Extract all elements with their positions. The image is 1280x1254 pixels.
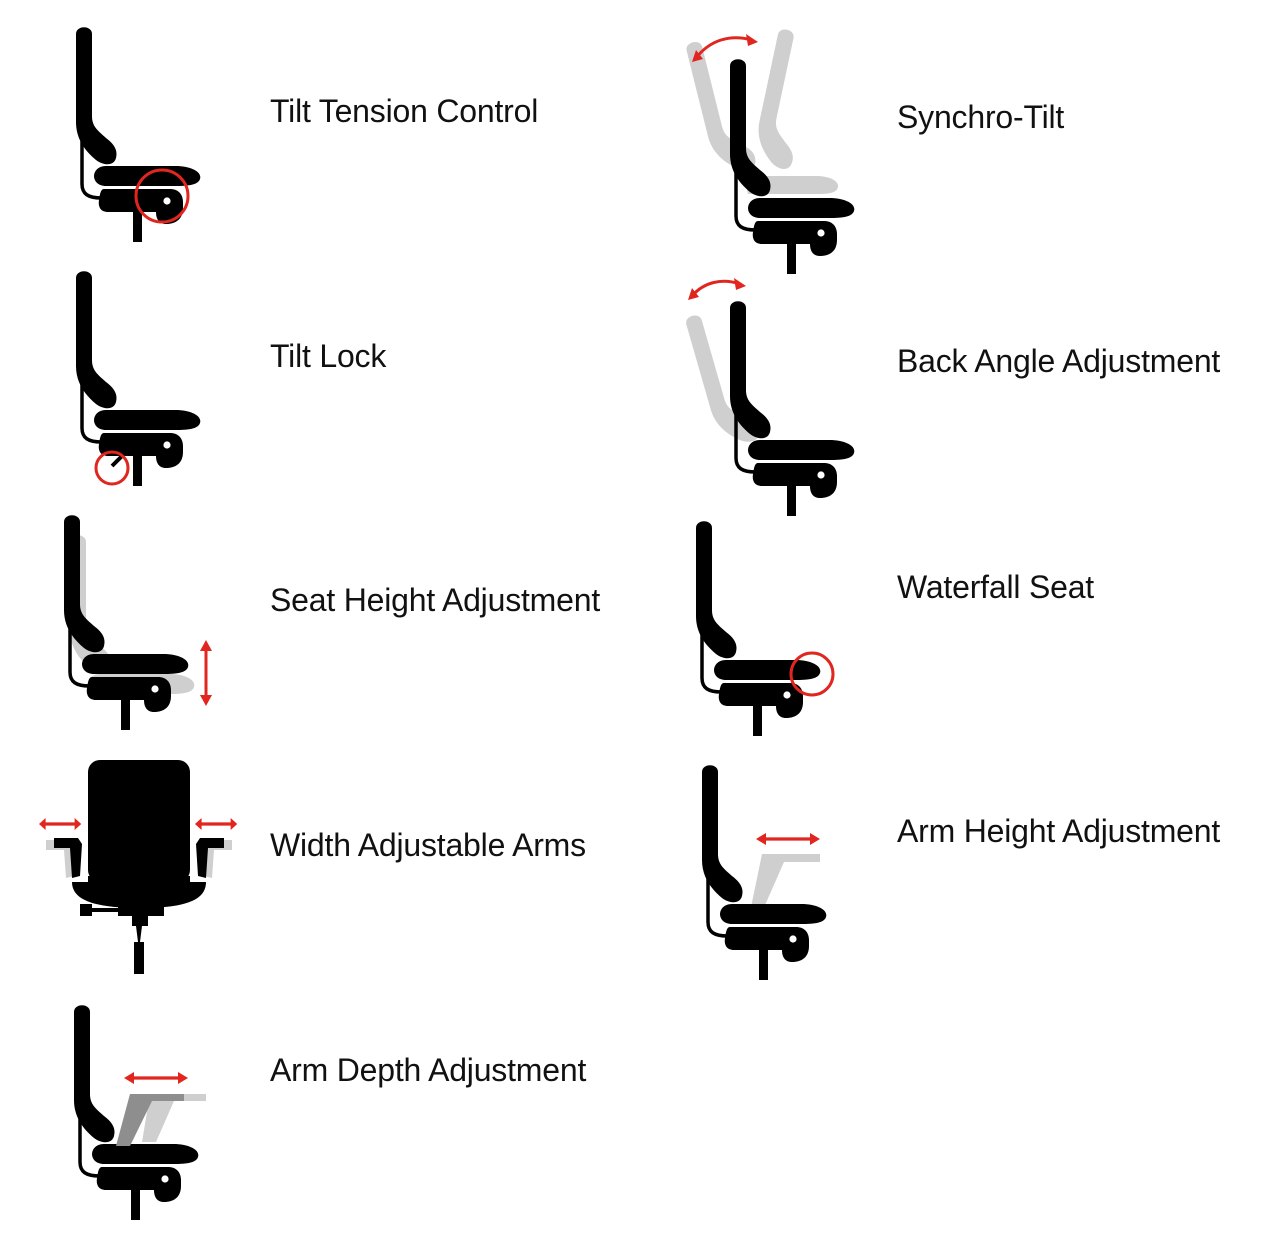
arm-height-adjustment-icon — [692, 763, 862, 984]
tilt-tension-control-icon — [66, 25, 206, 246]
tilt-lock-icon — [66, 269, 206, 490]
feature-label: Tilt Lock — [270, 338, 387, 374]
feature-label: Arm Height Adjustment — [897, 813, 1221, 849]
feature-label: Waterfall Seat — [897, 569, 1094, 605]
feature-label: Arm Depth Adjustment — [270, 1052, 587, 1088]
synchro-tilt-icon — [686, 28, 857, 276]
feature-label: Back Angle Adjustment — [897, 343, 1221, 379]
back-angle-adjustment-icon — [686, 274, 857, 518]
width-adjustable-arms-icon — [36, 758, 242, 978]
feature-label: Seat Height Adjustment — [270, 582, 601, 618]
waterfall-seat-icon — [686, 519, 846, 740]
seat-height-adjustment-icon — [54, 513, 224, 734]
feature-label: Width Adjustable Arms — [270, 827, 586, 863]
arm-depth-adjustment-icon — [64, 1003, 224, 1224]
feature-label: Tilt Tension Control — [270, 93, 539, 129]
feature-label: Synchro-Tilt — [897, 99, 1065, 135]
